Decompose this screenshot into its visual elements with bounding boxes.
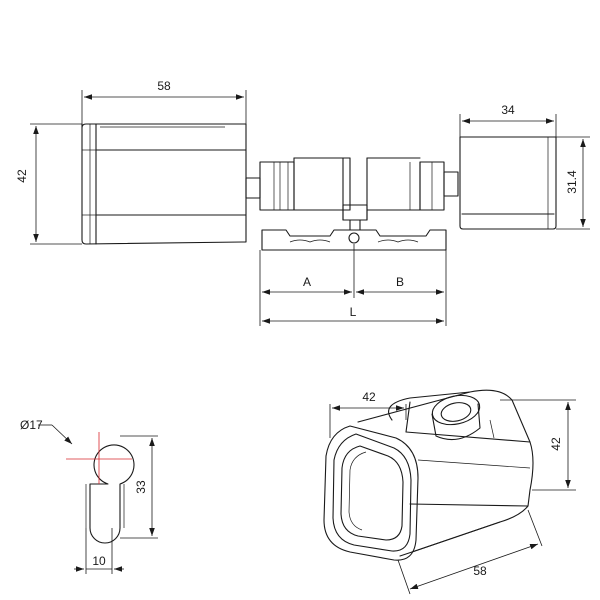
thumbturn	[459, 136, 557, 230]
front-view: 58 42 34 31.4	[15, 79, 590, 326]
dim-label-58: 58	[157, 79, 171, 93]
dim-knob-height: 42	[15, 123, 82, 245]
dim-thumbturn-height: 31.4	[556, 136, 590, 230]
dim-label-b: B	[396, 275, 404, 289]
iso-dim-label-height: 42	[549, 437, 563, 451]
iso-dim-label-depth: 58	[473, 564, 487, 578]
dim-label-10: 10	[92, 554, 106, 568]
dim-knob-width: 58	[81, 79, 247, 124]
dim-label-a: A	[303, 275, 311, 289]
dim-a-b-l: A B L	[259, 244, 447, 326]
dim-label-31-4: 31.4	[565, 170, 579, 194]
knob	[81, 123, 247, 245]
iso-view: 42 42 58	[323, 389, 576, 595]
dim-label-diameter: Ø17	[20, 418, 43, 432]
cylinder-body	[245, 157, 459, 251]
iso-dim-label-width: 42	[362, 390, 376, 404]
profile-view: Ø17 33 10	[20, 418, 158, 574]
dim-label-42: 42	[15, 169, 29, 183]
dim-label-l: L	[350, 305, 357, 319]
dim-thumbturn-width: 34	[459, 103, 557, 137]
dim-label-33: 33	[134, 480, 148, 494]
dim-label-34: 34	[501, 103, 515, 117]
